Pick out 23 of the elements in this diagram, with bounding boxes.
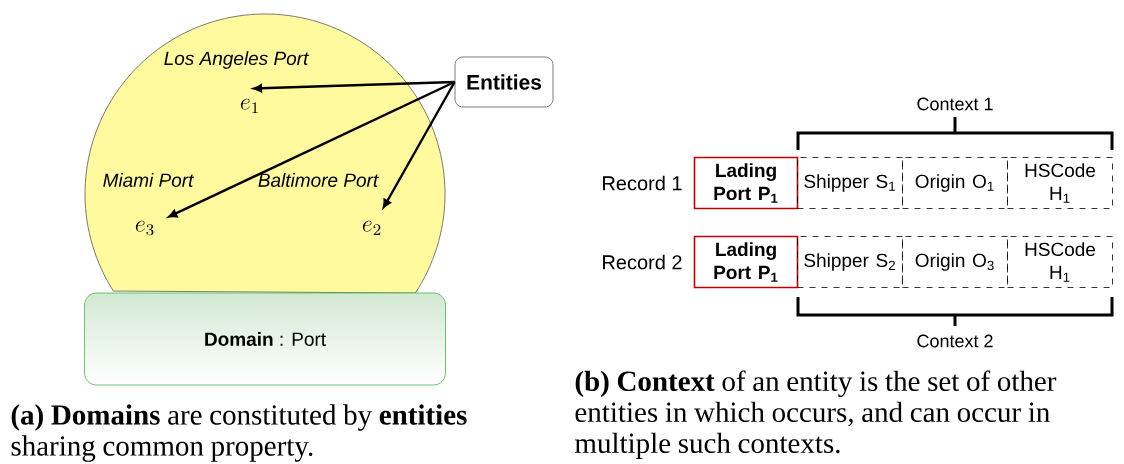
key-cell: Lading Port P$_{1}$ [693,156,799,210]
record-label: Record 2 [603,254,682,270]
context-label: Context 2 [917,334,993,348]
table-cell: Origin O$_{3}$ [902,236,1008,288]
entity-symbol: $e_1$ [240,98,258,113]
arrow [168,80,456,218]
entities-box: Entities [454,56,554,108]
table-cell: Shipper S$_{2}$ [797,236,903,288]
domain-box: Domain : Port [84,292,446,386]
table-cell: HSCode H$_{1}$ [1007,157,1113,209]
arrow [382,81,456,208]
table-cell: Origin O$_{1}$ [902,157,1008,209]
entity-symbol: $e_2$ [362,220,381,235]
port-name: Baltimore Port [258,173,379,187]
record-label: Record 1 [603,175,682,191]
entity-symbol: $e_3$ [135,220,154,236]
table-cell: Shipper S$_{1}$ [797,157,903,209]
key-cell: Lading Port P$_{1}$ [693,235,799,289]
caption: (b) Context of an entity is the set of other entities in which occurs, and can occur in multiple such contexts. [575,370,1057,459]
table-cell: HSCode H$_{1}$ [1007,236,1113,288]
port-name: Miami Port [103,173,194,187]
port-name: Los Angeles Port [164,51,309,69]
context-label: Context 1 [917,97,993,111]
